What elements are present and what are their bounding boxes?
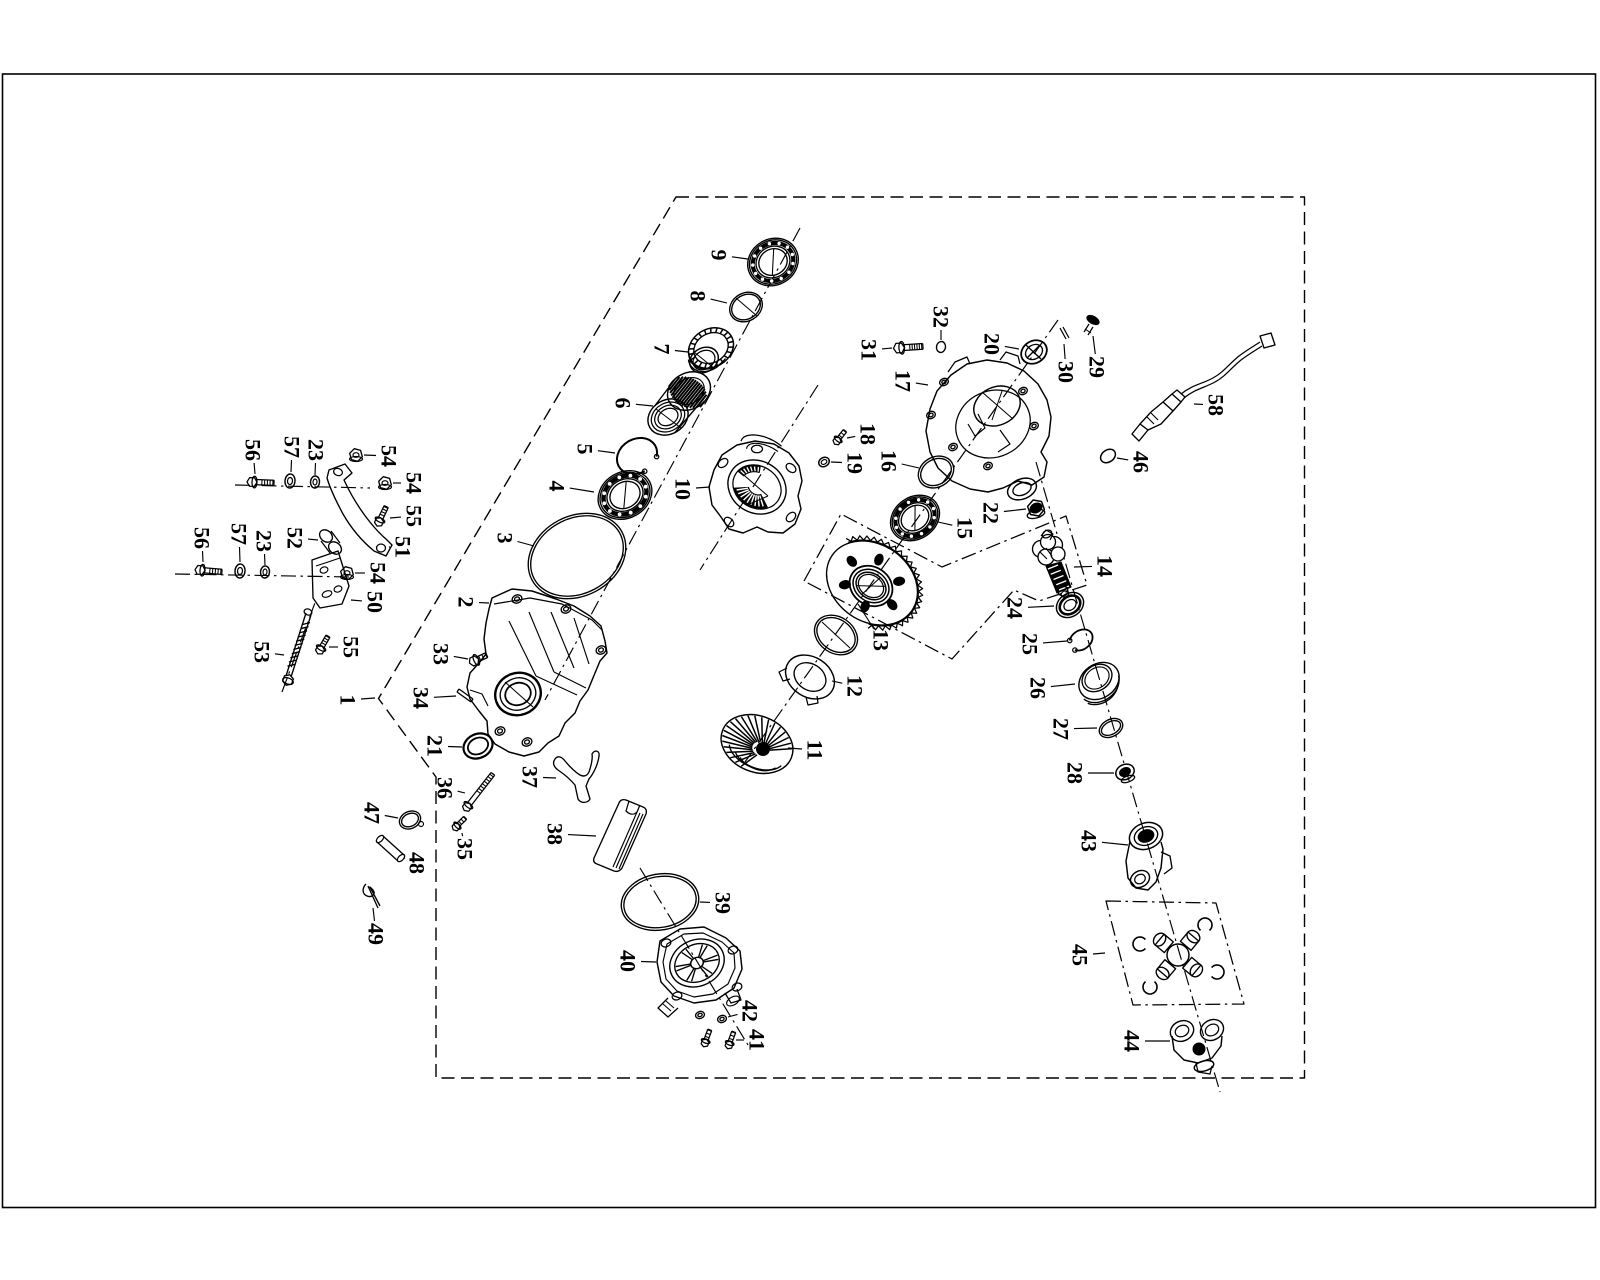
svg-text:43: 43 — [1077, 830, 1102, 852]
svg-text:30: 30 — [1054, 361, 1079, 383]
svg-text:51: 51 — [391, 536, 416, 558]
svg-text:9: 9 — [707, 250, 732, 261]
svg-text:31: 31 — [857, 339, 882, 361]
svg-text:20: 20 — [980, 333, 1005, 355]
svg-text:4: 4 — [545, 481, 570, 492]
svg-text:55: 55 — [339, 636, 364, 658]
svg-text:15: 15 — [953, 517, 978, 539]
svg-text:21: 21 — [423, 735, 448, 757]
svg-text:41: 41 — [745, 1029, 770, 1051]
svg-text:8: 8 — [686, 291, 711, 302]
svg-text:47: 47 — [360, 802, 385, 824]
svg-text:29: 29 — [1085, 356, 1110, 378]
svg-text:13: 13 — [869, 629, 894, 651]
svg-text:14: 14 — [1093, 555, 1118, 577]
svg-text:24: 24 — [1003, 597, 1028, 619]
svg-text:34: 34 — [409, 687, 434, 709]
svg-text:39: 39 — [711, 892, 736, 914]
svg-text:7: 7 — [650, 344, 675, 355]
svg-text:26: 26 — [1026, 677, 1051, 699]
svg-text:27: 27 — [1049, 718, 1074, 740]
svg-text:18: 18 — [856, 423, 881, 445]
svg-text:44: 44 — [1120, 1030, 1145, 1052]
svg-text:54: 54 — [366, 562, 391, 584]
svg-text:3: 3 — [493, 533, 518, 544]
svg-text:2: 2 — [454, 597, 479, 608]
svg-text:37: 37 — [518, 766, 543, 788]
svg-text:48: 48 — [405, 852, 430, 874]
svg-text:23: 23 — [304, 439, 329, 461]
svg-text:50: 50 — [363, 591, 388, 613]
svg-text:25: 25 — [1018, 633, 1043, 655]
svg-text:17: 17 — [891, 370, 916, 392]
svg-text:57: 57 — [227, 523, 252, 545]
svg-text:11: 11 — [803, 740, 828, 761]
svg-text:45: 45 — [1068, 944, 1093, 966]
svg-text:33: 33 — [429, 643, 454, 665]
svg-text:1: 1 — [336, 695, 361, 706]
svg-text:12: 12 — [843, 675, 868, 697]
svg-text:35: 35 — [453, 838, 478, 860]
svg-text:5: 5 — [573, 444, 598, 455]
svg-text:56: 56 — [241, 439, 266, 461]
svg-text:53: 53 — [250, 641, 275, 663]
svg-text:19: 19 — [843, 452, 868, 474]
svg-text:46: 46 — [1129, 451, 1154, 473]
svg-text:28: 28 — [1063, 762, 1088, 784]
svg-text:42: 42 — [738, 1000, 763, 1022]
svg-text:36: 36 — [433, 777, 458, 799]
svg-text:55: 55 — [402, 505, 427, 527]
svg-text:49: 49 — [364, 923, 389, 945]
svg-text:54: 54 — [402, 472, 427, 494]
svg-text:23: 23 — [252, 530, 277, 552]
svg-text:22: 22 — [979, 502, 1004, 524]
svg-text:40: 40 — [616, 950, 641, 972]
svg-text:54: 54 — [377, 445, 402, 467]
svg-text:57: 57 — [280, 436, 305, 458]
svg-text:32: 32 — [929, 306, 954, 328]
svg-text:56: 56 — [190, 527, 215, 549]
svg-text:16: 16 — [877, 450, 902, 472]
svg-text:6: 6 — [611, 398, 636, 409]
svg-text:10: 10 — [671, 478, 696, 500]
svg-text:38: 38 — [543, 823, 568, 845]
svg-text:52: 52 — [283, 527, 308, 549]
svg-text:58: 58 — [1204, 394, 1229, 416]
